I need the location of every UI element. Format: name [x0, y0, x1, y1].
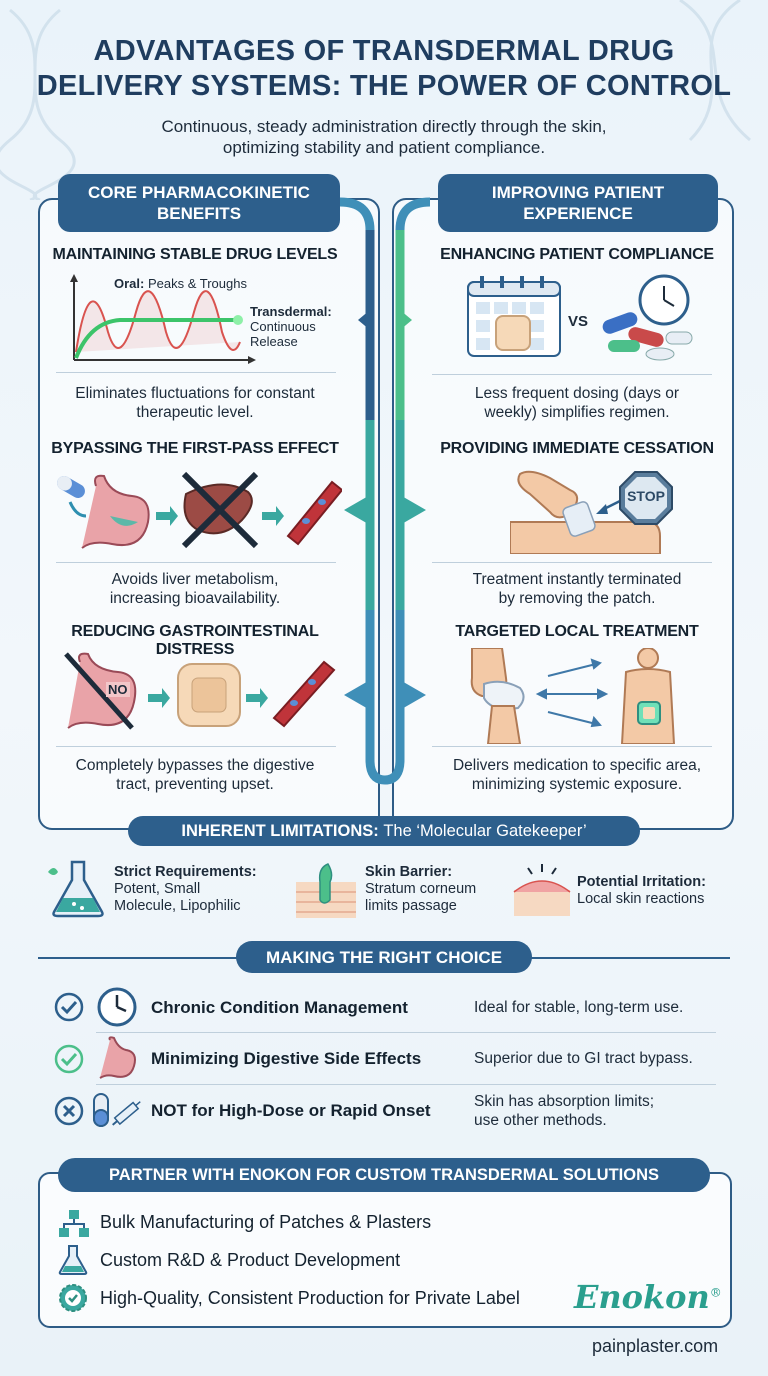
limitations-heading: INHERENT LIMITATIONS: The ‘Molecular Gat…	[128, 816, 640, 846]
partner-item-rd: Custom R&D & Product Development	[100, 1250, 401, 1270]
section-desc-cessation: Treatment instantly terminated by removi…	[472, 571, 682, 607]
choice-row-label-digestive: Minimizing Digestive Side Effects	[151, 1049, 422, 1068]
partner-item-quality: High-Quality, Consistent Production for …	[100, 1288, 520, 1308]
divider	[56, 746, 336, 747]
oral-legend: Oral: Peaks & Troughs	[114, 276, 247, 291]
stop-sign-icon	[619, 471, 673, 525]
drug-level-chart	[70, 274, 256, 364]
patch-removal-illustration	[510, 470, 661, 554]
calendar-icon	[467, 276, 561, 357]
cross-icon	[54, 1096, 84, 1126]
section-heading-compliance: ENHANCING PATIENT COMPLIANCE	[440, 246, 714, 263]
check-icon	[54, 992, 84, 1022]
section-desc-first-pass: Avoids liver metabolism, increasing bioa…	[109, 571, 281, 607]
stomach-icon	[99, 1036, 136, 1079]
divider	[96, 1032, 716, 1033]
skin-barrier-icon	[296, 863, 356, 918]
quality-badge-icon	[59, 1284, 87, 1312]
section-desc-local-treatment: Delivers medication to specific area, mi…	[452, 757, 702, 793]
section-heading-first-pass: BYPASSING THE FIRST-PASS EFFECT	[51, 440, 339, 457]
stop-label: STOP	[627, 488, 665, 504]
section-desc-stable-levels: Eliminates fluctuations for constant the…	[75, 385, 315, 421]
section-desc-compliance: Less frequent dosing (days or weekly) si…	[474, 385, 680, 421]
choice-row-desc-digestive: Superior due to GI tract bypass.	[474, 1050, 693, 1067]
divider	[56, 372, 336, 373]
dna-decoration-icon	[0, 8, 76, 200]
stomach-no-icon	[64, 652, 137, 730]
center-connector	[340, 197, 430, 785]
limitation-item-skin-barrier: Skin Barrier: Stratum corneum limits pas…	[365, 864, 477, 914]
knee-joint-icon	[470, 648, 525, 744]
dna-decoration-icon	[679, 0, 751, 142]
section-heading-stable-levels: MAINTAINING STABLE DRUG LEVELS	[52, 246, 338, 263]
choice-heading: MAKING THE RIGHT CHOICE	[236, 941, 532, 973]
divider	[96, 1084, 716, 1085]
flask-icon	[48, 860, 104, 918]
patch-icon	[177, 663, 241, 727]
gi-illustration	[64, 652, 336, 730]
irritation-icon	[513, 864, 571, 916]
vs-label: VS	[568, 313, 589, 330]
limitation-item-irritation: Potential Irritation: Local skin reactio…	[577, 874, 706, 907]
choice-row-label-chronic: Chronic Condition Management	[151, 998, 408, 1017]
choice-row-desc-chronic: Ideal for stable, long-term use.	[474, 999, 684, 1016]
first-pass-illustration	[57, 471, 342, 549]
blood-vessel-icon	[286, 480, 342, 546]
right-panel-label: IMPROVING PATIENT EXPERIENCE	[438, 174, 718, 232]
local-treatment-illustration	[470, 648, 676, 744]
partner-panel	[38, 1172, 732, 1328]
no-label: NO	[106, 682, 130, 697]
section-desc-gi-distress: Completely bypasses the digestive tract,…	[75, 757, 315, 793]
divider	[432, 746, 712, 747]
divider	[432, 374, 712, 375]
capsule-syringe-icon	[93, 1093, 141, 1127]
divider	[56, 562, 336, 563]
section-heading-local-treatment: TARGETED LOCAL TREATMENT	[455, 623, 699, 640]
partner-heading: PARTNER WITH ENOKON FOR CUSTOM TRANSDERM…	[58, 1158, 710, 1192]
torso-icon	[620, 648, 676, 744]
choice-row-label-high-dose: NOT for High-Dose or Rapid Onset	[151, 1101, 431, 1120]
network-icon	[59, 1210, 89, 1237]
section-heading-cessation: PROVIDING IMMEDIATE CESSATION	[440, 440, 714, 457]
divider	[432, 562, 712, 563]
left-panel-label: CORE PHARMACOKINETIC BENEFITS	[58, 174, 340, 232]
page-subtitle: Continuous, steady administration direct…	[161, 117, 607, 157]
pills-clock-icon	[602, 274, 693, 361]
liver-icon	[181, 471, 259, 549]
section-heading-gi-distress: REDUCING GASTROINTESTINAL DISTRESS	[71, 623, 319, 658]
capsule-icon	[57, 476, 85, 498]
blood-vessel-icon	[272, 660, 336, 728]
clock-icon	[97, 987, 137, 1027]
enokon-logo: Enokon®	[574, 1278, 722, 1316]
transdermal-legend: Transdermal: Continuous Release	[250, 304, 332, 349]
check-icon	[54, 1044, 84, 1074]
stomach-icon	[81, 474, 150, 549]
page-title: ADVANTAGES OF TRANSDERMAL DRUG DELIVERY …	[36, 35, 732, 102]
website-url[interactable]: painplaster.com	[592, 1336, 719, 1356]
limitation-item-requirements: Strict Requirements: Potent, Small Molec…	[114, 864, 257, 914]
partner-item-bulk: Bulk Manufacturing of Patches & Plasters	[100, 1212, 432, 1232]
choice-row-desc-high-dose: Skin has absorption limits; use other me…	[474, 1093, 655, 1129]
flask-icon	[58, 1245, 88, 1275]
